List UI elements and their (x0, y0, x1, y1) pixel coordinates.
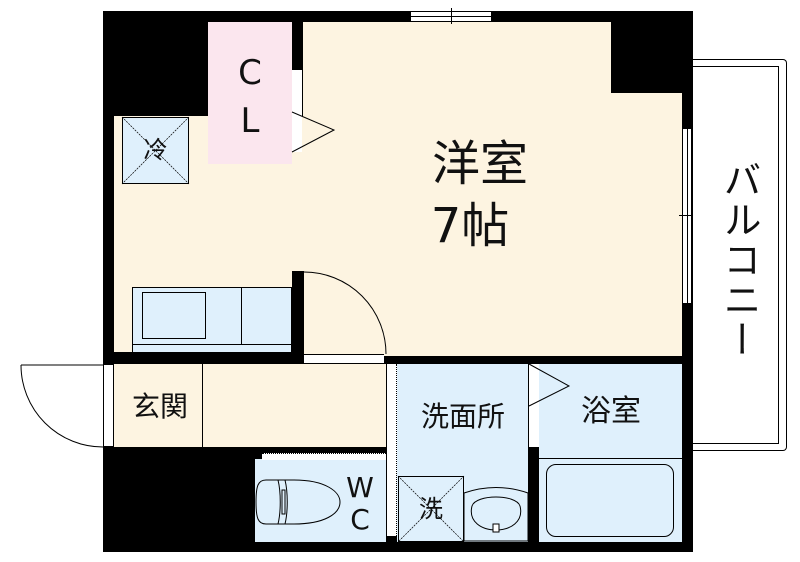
closet-label-c: C (238, 53, 262, 93)
entrance-label: 玄関 (131, 390, 188, 423)
western-room-size: 7帖 (430, 198, 510, 254)
kitchen-divider (241, 287, 242, 344)
washer-label: 洗 (419, 495, 443, 523)
closet-label-l: L (240, 101, 260, 141)
toilet-label-w: W (346, 471, 374, 504)
wash-basin-icon (463, 487, 529, 542)
entrance-door[interactable] (103, 365, 114, 446)
room-door-opening[interactable] (304, 354, 384, 364)
washroom-label: 洗面所 (420, 400, 505, 433)
toilet-icon (255, 479, 341, 525)
western-room-name: 洋室 (431, 136, 528, 192)
washer-cross-icon (397, 475, 465, 543)
toilet-label-c: C (350, 503, 370, 536)
entrance-door-swing (20, 364, 104, 448)
top-window-mullion (451, 8, 452, 24)
washroom-door[interactable] (387, 364, 397, 536)
balcony-window-mullion (679, 215, 695, 216)
closet-door[interactable] (292, 70, 302, 152)
kitchen-sink (142, 292, 206, 339)
balcony-label: バルコニー (717, 160, 761, 360)
fridge-cross-icon (121, 116, 190, 185)
room-door-swing (303, 271, 387, 355)
balcony (693, 59, 787, 451)
entrance-step-line (202, 364, 203, 447)
balcony-label-text: バルコニー (717, 160, 761, 360)
kitchen-counter-edge (132, 344, 292, 345)
western-room-floor-right (611, 93, 682, 356)
kitchen-partition-wall (292, 271, 304, 364)
bathtub (546, 464, 674, 537)
toilet-door[interactable] (262, 453, 386, 460)
bathroom-door[interactable] (529, 364, 539, 447)
balcony-inner (693, 66, 779, 444)
western-room-floor (303, 22, 611, 356)
bathtub-divider (539, 458, 682, 459)
bathroom-door-swing (528, 363, 571, 407)
balcony-window-line (687, 128, 688, 304)
bathroom-label: 浴室 (581, 394, 641, 429)
bathroom (539, 364, 682, 542)
closet-door-swing (291, 111, 336, 153)
closet (208, 22, 292, 164)
toilet-room (255, 459, 386, 542)
entrance-floor (114, 364, 386, 447)
fridge-label: 冷 (143, 136, 168, 164)
